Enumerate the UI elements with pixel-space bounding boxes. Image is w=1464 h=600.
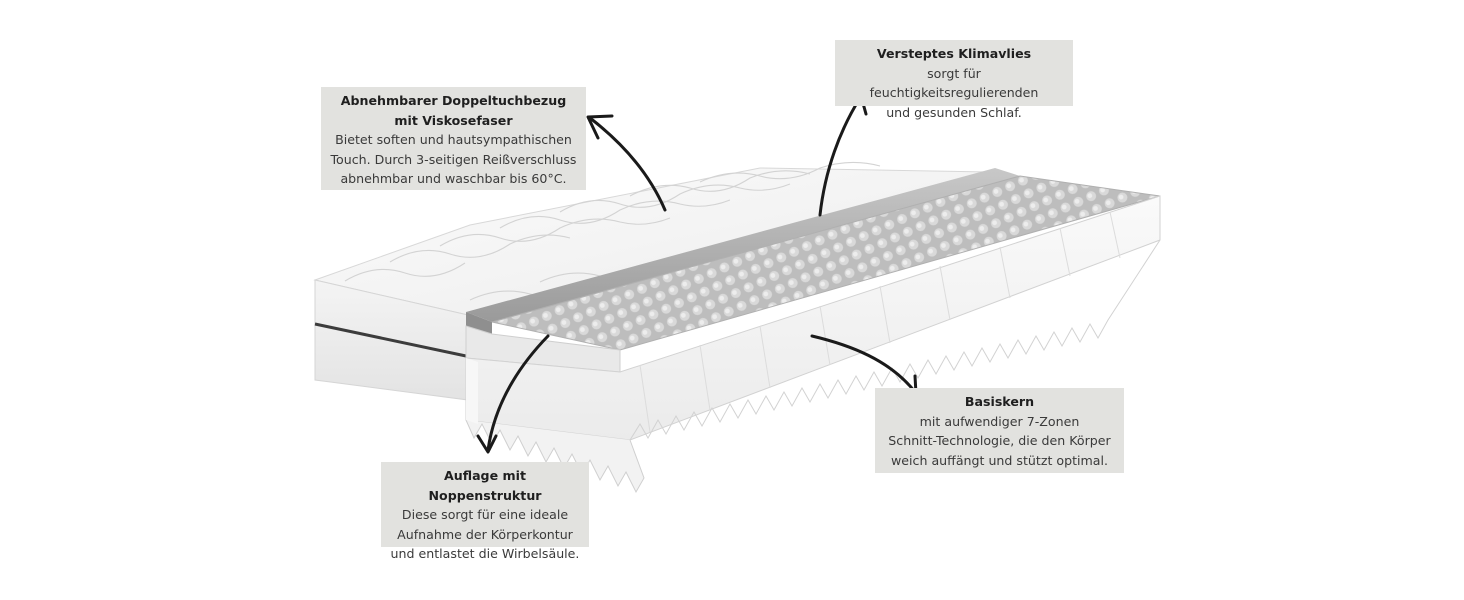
callout-text: und entlastet die Wirbelsäule. (390, 546, 580, 561)
callout-title: Abnehmbarer Doppeltuchbezug (340, 93, 567, 108)
callout-title: Basiskern (964, 394, 1035, 409)
callout-title: Auflage mit Noppenstruktur (428, 468, 542, 503)
callout-text: Touch. Durch 3-seitigen Reißverschluss (330, 151, 577, 167)
callout-text: Diese sorgt für eine ideale (401, 507, 569, 522)
callout-removable-cover: Abnehmbarer Doppeltuchbezug mit Viskosef… (321, 87, 586, 190)
core-arrow (810, 334, 917, 394)
callout-text: Bietet soften und hautsympathischen (335, 132, 572, 147)
topper-arrow (486, 334, 550, 452)
cover-arrow (588, 116, 667, 212)
callout-text: mit aufwendiger 7-Zonen (919, 413, 1080, 429)
fleece-layer (466, 168, 1020, 334)
callout-text: und gesunden Schlaf. (886, 104, 1022, 120)
callout-text: Aufnahme der Körperkontur (397, 526, 573, 542)
callout-text: Schnitt-Technologie, die den Körper (888, 433, 1111, 448)
base-core (465, 195, 1161, 494)
callout-text: abnehmbar und waschbar bis 60°C. (340, 171, 567, 186)
callout-nubbed-topper: Auflage mit Noppenstruktur Diese sorgt f… (381, 462, 589, 561)
callout-title: Versteptes Klimavlies (876, 46, 1032, 61)
callout-base-core: Basiskern mit aufwendiger 7-Zonen Schnit… (875, 388, 1124, 473)
fleece-arrow (818, 96, 862, 217)
callout-climate-fleece: Versteptes Klimavlies sorgt für feuchtig… (835, 40, 1073, 120)
callout-text: weich auffängt und stützt optimal. (890, 452, 1109, 468)
pointer-arrows (476, 94, 918, 454)
callout-text: sorgt für feuchtigkeitsregulierenden (869, 65, 1039, 101)
callout-title-continued: mit Viskosefaser (394, 112, 513, 128)
